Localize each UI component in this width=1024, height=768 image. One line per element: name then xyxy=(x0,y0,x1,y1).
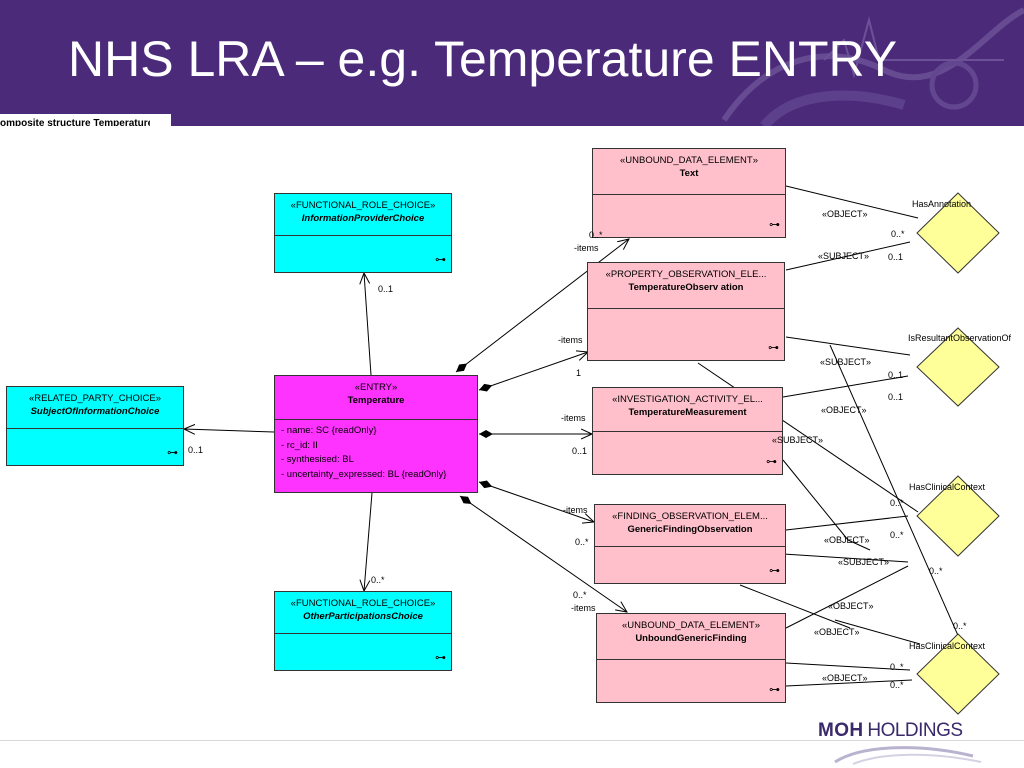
association-name: HasAnnotation xyxy=(912,199,972,209)
multiplicity: 0..* xyxy=(890,498,904,508)
multiplicity: 0..* xyxy=(575,537,589,547)
link-icon: ⊶ xyxy=(435,254,446,266)
class-temperature-observation[interactable]: «PROPERTY_OBSERVATION_ELE...TemperatureO… xyxy=(587,262,785,361)
header-decoration xyxy=(721,7,1024,126)
association-name: HasClinicalContext xyxy=(909,641,986,651)
class-subject-of-information-choice[interactable]: «RELATED_PARTY_CHOICE»SubjectOfInformati… xyxy=(6,386,184,466)
assoc-entry-finding xyxy=(478,482,594,522)
stereotype-label: «OBJECT» xyxy=(824,535,870,545)
multiplicity: 0..* xyxy=(929,566,943,576)
class-other-participations-choice[interactable]: «FUNCTIONAL_ROLE_CHOICE»OtherParticipati… xyxy=(274,591,452,671)
stereotype-label: «OBJECT» xyxy=(821,405,867,415)
class-generic-finding-observation[interactable]: «FINDING_OBSERVATION_ELEM...GenericFindi… xyxy=(594,504,786,584)
association-name: HasClinicalContext xyxy=(909,482,986,492)
entry-attribute: - uncertainty_expressed: BL {readOnly} xyxy=(281,468,447,480)
slide-header: NHS LRA – e.g. Temperature ENTRY xyxy=(0,0,1024,126)
multiplicity: 0..1 xyxy=(572,446,588,456)
entry-attributes: - name: SC {readOnly} - rc_id: II - synthe… xyxy=(275,420,477,482)
link-icon: ⊶ xyxy=(768,342,779,354)
role-label: -items xyxy=(561,413,586,423)
slide-title: NHS LRA – e.g. Temperature ENTRY xyxy=(68,31,898,87)
class-unbound-generic-finding[interactable]: «UNBOUND_DATA_ELEMENT»UnboundGenericFind… xyxy=(596,613,786,703)
has-clinical-context-1-diamond[interactable] xyxy=(916,475,1000,557)
multiplicity: 0..* xyxy=(953,621,967,631)
stereotype-label: «OBJECT» xyxy=(828,601,874,611)
multiplicity: 0..* xyxy=(371,575,385,585)
assoc-entry-subject xyxy=(184,429,275,432)
stereotype-label: «OBJECT» xyxy=(822,673,868,683)
multiplicity: 1 xyxy=(576,368,582,378)
multiplicity: 0..1 xyxy=(888,392,904,402)
multiplicity: 0..* xyxy=(890,680,904,690)
class-information-provider-choice[interactable]: «FUNCTIONAL_ROLE_CHOICE»InformationProvi… xyxy=(274,193,452,273)
link-icon: ⊶ xyxy=(769,684,780,696)
stereotype-label: «SUBJECT» xyxy=(838,557,890,567)
link-icon: ⊶ xyxy=(769,219,780,231)
footer-divider xyxy=(0,740,1024,741)
role-label: -items xyxy=(563,505,588,515)
multiplicity: 0..* xyxy=(573,590,587,600)
entry-attribute: - synthesised: BL xyxy=(281,454,354,465)
entry-attribute: - name: SC {readOnly} xyxy=(281,425,377,436)
multiplicity: 0..1 xyxy=(188,445,204,455)
logo-swoosh-icon xyxy=(834,746,982,765)
role-label: -items xyxy=(574,243,599,253)
link-icon: ⊶ xyxy=(167,447,178,459)
is-resultant-diamond[interactable] xyxy=(916,327,1000,407)
multiplicity: 0..* xyxy=(891,229,905,239)
stereotype-label: «OBJECT» xyxy=(822,209,868,219)
assoc-entry-info xyxy=(364,273,372,376)
diagram-canvas: «UNBOUND_DATA_ELEMENT»Text ⊶ «FUNCTIONAL… xyxy=(0,126,1024,741)
assoc-entry-obs xyxy=(478,352,588,390)
multiplicity: 0..* xyxy=(890,530,904,540)
has-annotation-diamond[interactable] xyxy=(916,192,1000,274)
multiplicity: 0..1 xyxy=(888,370,904,380)
class-temperature-entry[interactable]: «ENTRY»Temperature - name: SC {readOnly}… xyxy=(274,375,478,493)
has-clinical-context-2-diamond[interactable] xyxy=(916,633,1000,715)
link-icon: ⊶ xyxy=(769,565,780,577)
class-temperature-measurement[interactable]: «INVESTIGATION_ACTIVITY_EL...Temperature… xyxy=(592,387,783,475)
entry-attribute: - rc_id: II xyxy=(281,439,318,451)
stereotype-label: «OBJECT» xyxy=(814,627,860,637)
assoc-entry-unbound xyxy=(459,495,627,612)
class-text[interactable]: «UNBOUND_DATA_ELEMENT»Text ⊶ xyxy=(592,148,786,238)
assoc-entry-other xyxy=(364,492,373,591)
multiplicity: 0..1 xyxy=(888,252,904,262)
multiplicity: 0..* xyxy=(589,230,603,240)
association-name: IsResultantObservationOf xyxy=(908,333,1012,343)
stereotype-label: «SUBJECT» xyxy=(772,435,824,445)
assoc-entry-text xyxy=(455,239,629,373)
stereotype-label: «SUBJECT» xyxy=(818,251,870,261)
role-label: -items xyxy=(571,603,596,613)
multiplicity: 0..1 xyxy=(378,284,394,294)
diagram-connectors xyxy=(0,185,1000,715)
link-icon: ⊶ xyxy=(435,652,446,664)
role-label: -items xyxy=(558,335,583,345)
multiplicity: 0..* xyxy=(890,662,904,672)
company-logo: MOH HOLDINGS xyxy=(818,720,963,741)
link-icon: ⊶ xyxy=(766,456,777,468)
stereotype-label: «SUBJECT» xyxy=(820,357,872,367)
